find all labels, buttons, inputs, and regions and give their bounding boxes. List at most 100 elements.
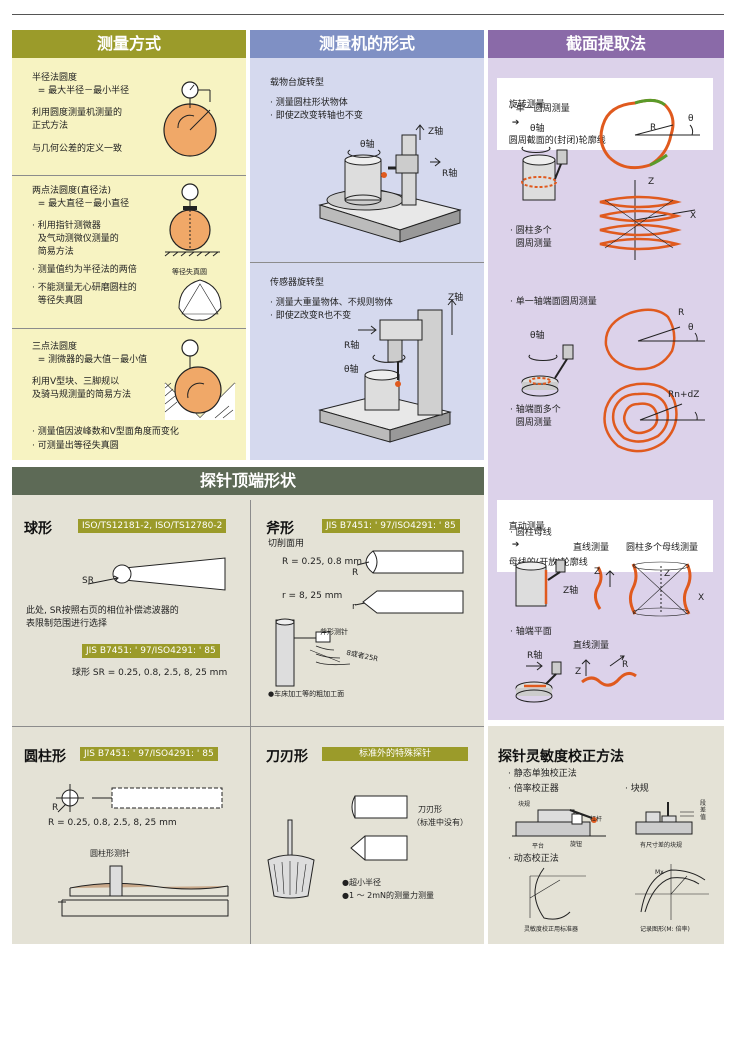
axe-probe-figure	[275, 618, 351, 687]
closed-profile-figure	[599, 98, 700, 170]
multi-end-figure	[603, 382, 705, 453]
end-plane-r: R	[622, 660, 629, 670]
stylus-vdivider-bottom	[250, 726, 251, 944]
three-point-figure	[164, 339, 236, 420]
stylus-title: 探针顶端形状	[12, 467, 484, 495]
ratio-calibrator-figure	[512, 809, 606, 837]
ball-title: 球形	[24, 521, 52, 537]
multi-gen-x: X	[698, 593, 705, 603]
single-circle-theta: θ轴	[530, 124, 545, 134]
two-point-line5: 简易方法	[32, 247, 74, 257]
sensor-rot-line2: · 即使Z改变R也不变	[270, 311, 352, 321]
multi-end-label-b: 圆周测量	[510, 418, 552, 428]
top-rule	[12, 14, 724, 15]
calib-level: 杠杆	[590, 816, 603, 823]
three-point-line3: 利用V型块、三脚规以	[32, 377, 120, 387]
cylinder-R: R	[52, 803, 59, 813]
calib-gauge: · 块规	[625, 784, 649, 794]
generatrix-z: Z	[594, 567, 601, 577]
multi-circle-z: Z	[648, 177, 655, 187]
ball-sizes: 球形 SR = 0.25, 0.8, 2.5, 8, 25 mm	[72, 668, 228, 678]
dynamic-standard-figure	[529, 867, 586, 920]
radius-line1: 半径法圆度	[32, 73, 78, 83]
table-rot-theta: θ轴	[360, 140, 375, 150]
end-plane-figure	[515, 661, 562, 703]
two-point-line8: 等径失真圆	[32, 296, 83, 306]
table-rot-title: 载物台旋转型	[270, 78, 325, 88]
knife-note2: ●1 ～ 2mN的测量力测量	[342, 891, 435, 900]
calib-gauge-note: 有尺寸差的块规	[640, 842, 683, 849]
calib-rot: 旋钮	[570, 841, 583, 848]
sensor-rot-r: R轴	[344, 341, 360, 351]
end-plane-r-axis: R轴	[527, 651, 543, 661]
generatrix-line-figure	[593, 566, 615, 610]
two-point-line7: · 不能测量无心研磨圆柱的	[32, 283, 137, 293]
two-point-figure	[164, 183, 220, 257]
multi-end-label-a: · 轴端面多个	[510, 405, 561, 415]
calib-step: 段差值	[700, 800, 707, 821]
divider-2	[12, 328, 246, 329]
three-point-line6: · 可测量出等径失真圆	[32, 441, 119, 451]
calib-ratio: · 倍率校正器	[508, 784, 559, 794]
three-point-line1: 三点法圆度	[32, 342, 78, 352]
radius-line5: 与几何公差的定义一致	[32, 144, 123, 154]
table-rot-r: R轴	[442, 169, 458, 179]
knife-note1: ●超小半径	[342, 878, 381, 887]
knife-probe-figure	[267, 819, 315, 899]
axe-r2: r = 8, 25 mm	[282, 591, 343, 601]
multi-gen-z: Z	[664, 569, 671, 579]
axe-sub: 切削面用	[268, 539, 305, 549]
radius-line4: 正式方法	[32, 121, 69, 131]
axe-r1: R = 0.25, 0.8 mm	[282, 557, 362, 567]
sensor-rot-theta: θ轴	[344, 365, 359, 375]
end-plane-label: · 轴端平面	[510, 627, 552, 637]
radius-line3: 利用圆度测量机测量的	[32, 108, 123, 118]
axe-stylus-figure-1	[356, 550, 464, 574]
two-point-line1: 两点法圆度(直径法)	[32, 186, 112, 196]
two-point-line3: · 利用指针测微器	[32, 221, 101, 231]
calib-static: · 静态单独校正法	[508, 769, 577, 779]
radius-method-figure	[163, 81, 217, 157]
knife-label2: （标准中没有）	[412, 818, 468, 827]
multi-gen-label: 圆柱多个母线测量	[626, 543, 699, 553]
sensor-rot-line1: · 测量大重量物体、不规则物体	[270, 298, 393, 308]
cylinder-probe-figure	[58, 865, 229, 917]
axe-probe-label: 斧形测针	[320, 628, 348, 636]
straight-meas-label-1: 直线测量	[573, 543, 610, 553]
axe-note: ●车床加工等的粗加工面	[268, 690, 345, 698]
multi-circle-label-a: · 圆柱多个	[510, 226, 552, 236]
axe-tag: JIS B7451: ' 97/ISO4291: ' 85	[322, 519, 460, 533]
sensor-rot-title: 传感器旋转型	[270, 278, 325, 288]
section-title: 截面提取法	[488, 30, 724, 58]
table-rot-line2: · 即使Z改变转轴也不变	[270, 111, 363, 121]
table-rotation-machine-figure	[318, 124, 462, 243]
ball-tag: ISO/TS12181-2, ISO/TS12780-2	[78, 519, 227, 533]
knife-tag: 标准外的特殊探针	[322, 747, 468, 761]
end-profile-theta: θ	[688, 323, 694, 333]
multi-circle-figure	[599, 180, 696, 260]
gauge-block-figure	[635, 802, 694, 835]
multi-circle-x: X	[690, 211, 697, 221]
cyl-generatrix-label: · 圆柱母线	[510, 528, 552, 538]
knife-label1: 刀刃形	[418, 805, 442, 814]
axe-title: 斧形	[266, 521, 294, 537]
end-plane-z: Z	[575, 667, 582, 677]
equal-diameter-figure	[178, 279, 222, 321]
straight-meas-label-2: 直线测量	[573, 641, 610, 651]
ball-note1: 此处, SR按照右页的相位补偿滤波器的	[26, 606, 179, 616]
cylinder-sizes: R = 0.25, 0.8, 2.5, 8, 25 mm	[48, 818, 177, 828]
single-end-label: · 单一轴端面圆周测量	[510, 297, 597, 307]
knife-stylus-figure	[350, 795, 408, 861]
rotation-measure-header: 旋转测量 ➔ 圆周截面的(封闭)轮廓线	[497, 78, 713, 150]
single-end-figure	[521, 344, 574, 397]
end-profile-figure	[604, 308, 705, 371]
two-point-line6: · 测量值约为半径法的两倍	[32, 265, 137, 275]
machine-divider	[250, 262, 484, 263]
linear-measure-header: 直动测量 ➔ 母线的(开放)轮廓线	[497, 500, 713, 572]
stylus-panel	[12, 467, 484, 944]
cylinder-title: 圆柱形	[24, 749, 66, 765]
single-circle-label: · 单一圆周测量	[510, 104, 570, 114]
multi-generatrix-figure	[628, 561, 692, 617]
machine-form-title: 测量机的形式	[250, 30, 484, 58]
end-profile-r: R	[678, 308, 685, 318]
